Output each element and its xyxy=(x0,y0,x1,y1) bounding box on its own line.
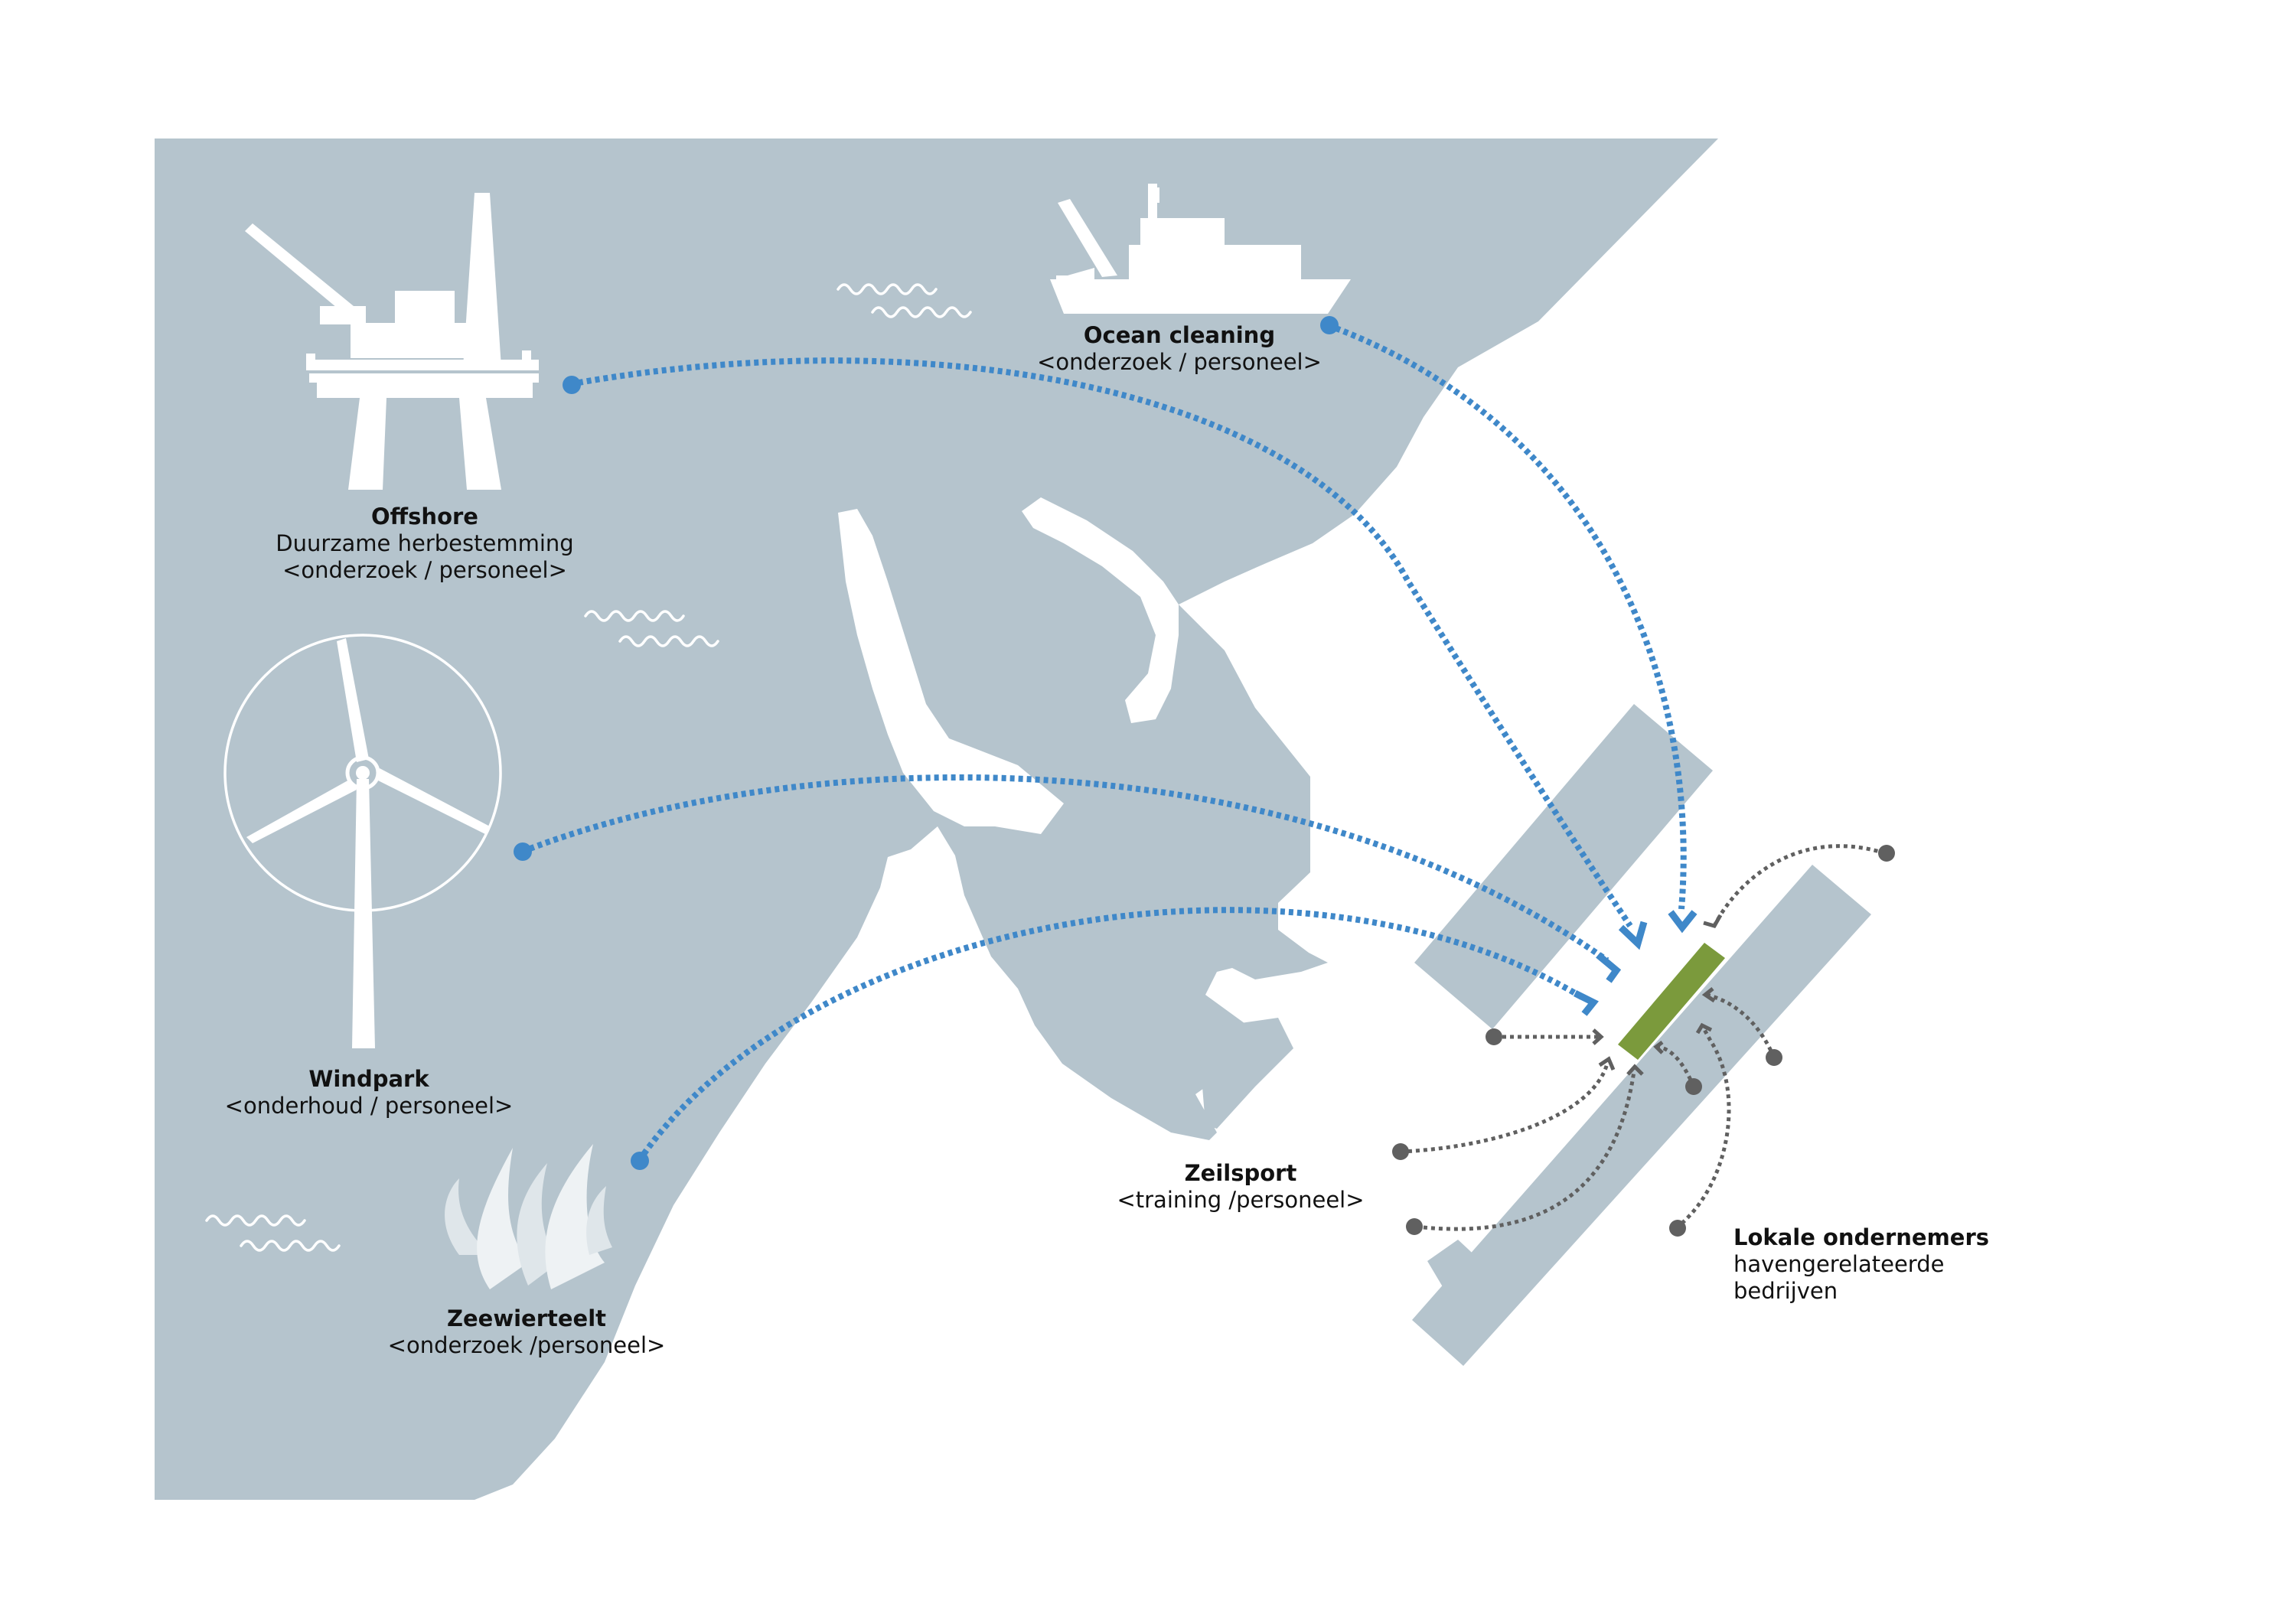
breakwater-spit xyxy=(838,509,1064,834)
offshore-line1: Duurzame herbestemming xyxy=(276,530,574,556)
route-windpark xyxy=(520,774,1609,963)
offshore-line2: <onderzoek / personeel> xyxy=(282,557,567,583)
zeilsport-title: Zeilsport xyxy=(1184,1160,1297,1186)
ocean-cleaning-title: Ocean cleaning xyxy=(1083,322,1276,348)
quay-upper xyxy=(1414,704,1713,1029)
wind-turbine-icon xyxy=(223,634,502,1048)
zeewierteelt-title: Zeewierteelt xyxy=(446,1305,607,1331)
label-zeilsport: Zeilsport <training /personeel> xyxy=(1117,1160,1364,1214)
label-windpark: Windpark <onderhoud / personeel> xyxy=(225,1066,514,1119)
inner-pier xyxy=(1022,497,1179,723)
grey-routes xyxy=(1400,844,1886,1231)
zeewierteelt-line1: <onderzoek /personeel> xyxy=(387,1332,666,1358)
route-ocean-cleaning xyxy=(1326,322,1687,910)
grey-arrowheads xyxy=(1592,914,1723,1076)
grey-start-dots xyxy=(1392,845,1895,1237)
route-zeewierteelt xyxy=(636,907,1587,1163)
lokale-ondernemers-title: Lokale ondernemers xyxy=(1733,1224,1990,1250)
quay-block xyxy=(1198,1018,1293,1129)
quay-lower xyxy=(1412,865,1871,1366)
label-ocean-cleaning: Ocean cleaning <onderzoek / personeel> xyxy=(1037,322,1322,376)
ocean-cleaning-line1: <onderzoek / personeel> xyxy=(1037,349,1322,375)
lokale-ondernemers-line2: bedrijven xyxy=(1733,1278,1838,1304)
ship-icon xyxy=(1050,184,1351,314)
quay-stub xyxy=(1427,1240,1481,1293)
offshore-platform-icon xyxy=(245,193,539,490)
label-lokale-ondernemers: Lokale ondernemers havengerelateerde bed… xyxy=(1733,1224,1989,1305)
blue-arrowheads xyxy=(1573,910,1698,1016)
windpark-line1: <onderhoud / personeel> xyxy=(224,1093,514,1119)
label-zeewierteelt: Zeewierteelt <onderzoek /personeel> xyxy=(388,1305,666,1359)
sea-area xyxy=(155,139,1718,1500)
blue-routes xyxy=(520,322,1687,1163)
harbour-hub xyxy=(1618,943,1725,1060)
windpark-title: Windpark xyxy=(308,1066,429,1092)
waves-icon xyxy=(205,283,972,1252)
seaweed-icon xyxy=(445,1144,612,1289)
label-offshore: Offshore Duurzame herbestemming <onderzo… xyxy=(276,504,573,584)
lokale-ondernemers-line1: havengerelateerde xyxy=(1733,1251,1945,1277)
route-offshore xyxy=(569,357,1633,928)
zeilsport-line1: <training /personeel> xyxy=(1117,1187,1365,1213)
blue-start-dots xyxy=(514,316,1339,1170)
offshore-title: Offshore xyxy=(371,504,478,530)
